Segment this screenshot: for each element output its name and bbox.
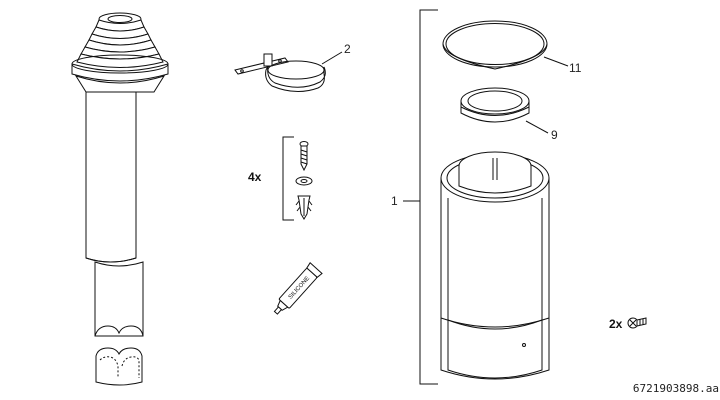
screw-icon [299, 141, 309, 172]
callout-leader-11 [543, 56, 569, 67]
small-screw-icon [627, 317, 647, 329]
fixings-quantity: 4x [248, 170, 262, 184]
callout-9-label: 9 [551, 128, 558, 142]
large-seal-ring-icon [442, 20, 548, 70]
kit-bracket [419, 9, 438, 385]
screws-quantity: 2x [609, 317, 623, 331]
wall-clamp-icon [234, 53, 326, 92]
fixings-bracket [282, 136, 294, 221]
callout-leader-2 [321, 51, 343, 65]
drawing-code: 6721903898.aa [633, 382, 719, 395]
small-seal-ring-icon [460, 87, 530, 123]
callout-2-label: 2 [344, 42, 351, 56]
silicone-tube-icon: SILICONE [273, 262, 323, 315]
adapter-sleeve-icon [440, 151, 550, 380]
callout-leader-9 [525, 120, 549, 134]
callout-11-label: 11 [569, 61, 582, 75]
wall-plug-icon [295, 195, 313, 220]
flue-pipe-icon [71, 12, 169, 386]
washer-icon [295, 176, 313, 186]
callout-1-label: 1 [391, 194, 398, 208]
